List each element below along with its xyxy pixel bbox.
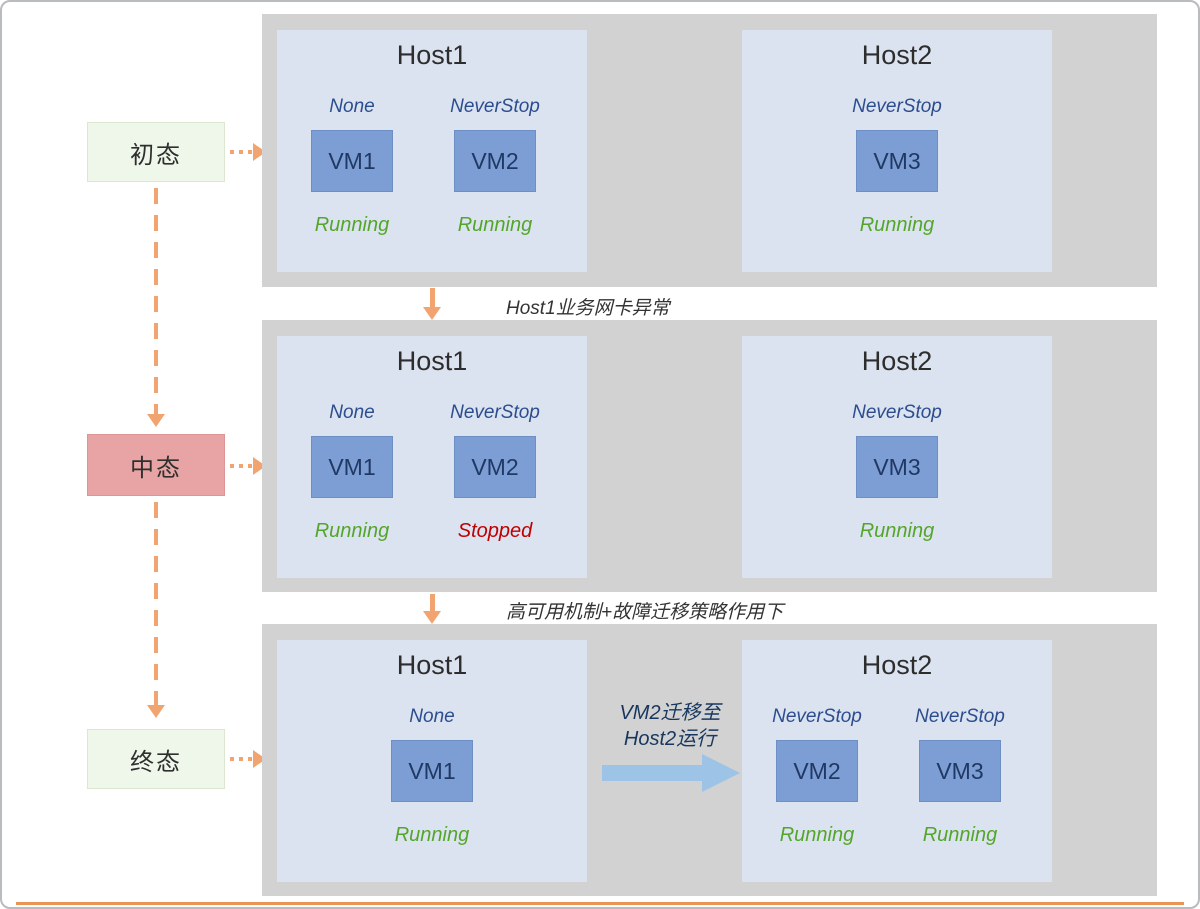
state-connector-line-2: [230, 464, 256, 468]
vm3-label: VM3: [873, 453, 921, 480]
state-flow-dashed-line-2: [154, 502, 158, 705]
vm2-box: VM2: [454, 436, 536, 498]
vm-group-vm2: NeverStop VM2 Stopped: [430, 400, 560, 543]
vm3-label: VM3: [873, 147, 921, 174]
vm1-status: Running: [314, 214, 390, 236]
vm1-status: Running: [394, 824, 470, 846]
vm3-policy: NeverStop: [852, 402, 942, 423]
vm1-box: VM1: [391, 740, 473, 802]
vm-group-vm2: NeverStop VM2 Running: [752, 704, 882, 847]
vm2-policy: NeverStop: [450, 96, 540, 117]
vm2-status: Running: [779, 824, 855, 846]
vm1-label: VM1: [328, 453, 376, 480]
vm3-box: VM3: [919, 740, 1001, 802]
transition-arrowhead-2: [423, 611, 441, 624]
host1-title: Host1: [396, 40, 468, 70]
vm3-policy: NeverStop: [852, 96, 942, 117]
vm3-label: VM3: [936, 757, 984, 784]
vm3-status: Running: [859, 520, 935, 542]
vm2-label: VM2: [793, 757, 841, 784]
vm2-status: Running: [457, 214, 533, 236]
vm3-box: VM3: [856, 130, 938, 192]
vm2-box: VM2: [776, 740, 858, 802]
vm2-label: VM2: [471, 147, 519, 174]
state-flow-dashed-line-1: [154, 188, 158, 414]
migration-arrowhead: [702, 754, 740, 792]
vm1-box: VM1: [311, 130, 393, 192]
host2-title: Host2: [861, 650, 933, 680]
vm1-label: VM1: [328, 147, 376, 174]
vm3-status: Running: [859, 214, 935, 236]
vm2-policy: NeverStop: [450, 402, 540, 423]
vm-group-vm1: None VM1 Running: [287, 400, 417, 543]
vm-group-vm3: NeverStop VM3 Running: [832, 94, 962, 237]
transition-arrowhead-1: [423, 307, 441, 320]
migration-arrow: [602, 765, 702, 781]
vm-group-vm1: None VM1 Running: [367, 704, 497, 847]
vm1-policy: None: [329, 96, 375, 117]
host2-final: Host2 NeverStop VM2 Running NeverStop VM…: [742, 640, 1052, 882]
vm3-policy: NeverStop: [915, 706, 1005, 727]
state-connector-line-3: [230, 757, 256, 761]
transition-arrow-1: [430, 288, 435, 309]
vm2-status: Stopped: [457, 520, 533, 542]
migration-label-line1: VM2迁移至: [619, 702, 721, 724]
host1-title: Host1: [396, 346, 468, 376]
host1-initial: Host1 None VM1 Running NeverStop VM2 Run…: [277, 30, 587, 272]
vm1-status: Running: [314, 520, 390, 542]
migration-label-line2: Host2运行: [623, 728, 717, 750]
state-box-final: 终态: [87, 729, 225, 789]
state-label-middle: 中态: [130, 454, 182, 482]
vm-group-vm3: NeverStop VM3 Running: [895, 704, 1025, 847]
vm-group-vm2: NeverStop VM2 Running: [430, 94, 560, 237]
state-label-final: 终态: [130, 748, 182, 776]
vm2-policy: NeverStop: [772, 706, 862, 727]
vm2-label: VM2: [471, 453, 519, 480]
bottom-accent-line: [16, 902, 1184, 905]
host1-middle: Host1 None VM1 Running NeverStop VM2 Sto…: [277, 336, 587, 578]
migration-label: VM2迁移至 Host2运行: [580, 700, 760, 752]
host2-title: Host2: [861, 346, 933, 376]
vm3-status: Running: [922, 824, 998, 846]
transition-label-2: 高可用机制+故障迁移策略作用下: [506, 602, 784, 623]
vm-group-vm3: NeverStop VM3 Running: [832, 400, 962, 543]
host2-title: Host2: [861, 40, 933, 70]
transition-arrow-2: [430, 594, 435, 613]
host2-middle: Host2 NeverStop VM3 Running: [742, 336, 1052, 578]
vm2-box: VM2: [454, 130, 536, 192]
vm1-label: VM1: [408, 757, 456, 784]
state-connector-line-1: [230, 150, 256, 154]
vm1-box: VM1: [311, 436, 393, 498]
down-arrowhead-2: [147, 705, 165, 718]
vm1-policy: None: [329, 402, 375, 423]
state-box-initial: 初态: [87, 122, 225, 182]
host1-final: Host1 None VM1 Running: [277, 640, 587, 882]
state-box-middle: 中态: [87, 434, 225, 496]
state-label-initial: 初态: [130, 141, 182, 169]
vm1-policy: None: [409, 706, 455, 727]
down-arrowhead-1: [147, 414, 165, 427]
transition-label-1: Host1业务网卡异常: [506, 298, 670, 319]
vm3-box: VM3: [856, 436, 938, 498]
vm-group-vm1: None VM1 Running: [287, 94, 417, 237]
host2-initial: Host2 NeverStop VM3 Running: [742, 30, 1052, 272]
host1-title: Host1: [396, 650, 468, 680]
